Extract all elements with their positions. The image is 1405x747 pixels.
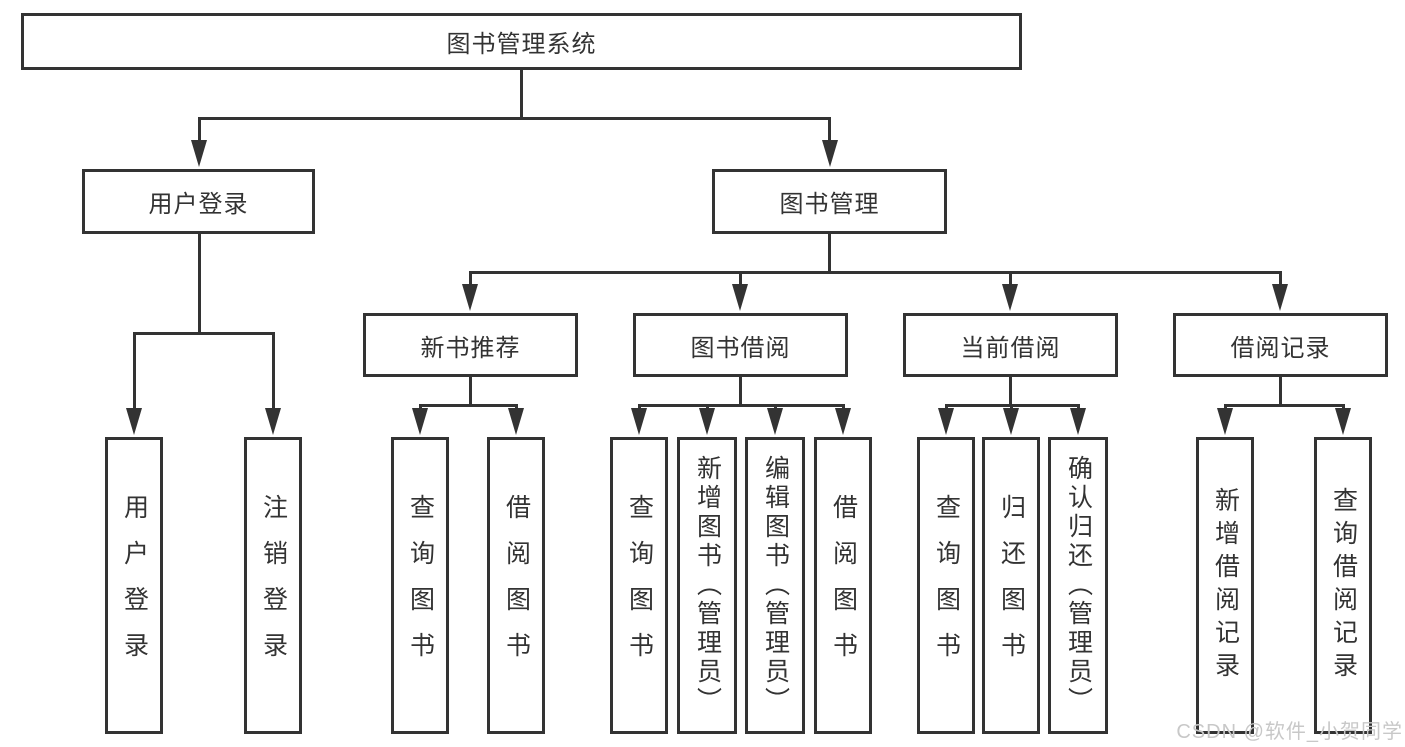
node-user-login-label: 用户登录	[148, 191, 249, 218]
leaf-add-books-admin: 新增图书（管理员）	[677, 437, 737, 734]
leaf-confirm-return-admin: 确认归还（管理员）	[1048, 437, 1108, 734]
node-user-login: 用户登录	[82, 169, 315, 234]
csdn-watermark: CSDN @软件_小贺同学	[1176, 721, 1403, 743]
node-root: 图书管理系统	[21, 13, 1022, 70]
node-current-borrowing: 当前借阅	[903, 313, 1118, 377]
leaf-query-borrow-record: 查询借阅记录	[1314, 437, 1372, 734]
leaf-query-books-borrowing-label: 查询图书	[625, 493, 654, 678]
leaf-add-borrow-record-label: 新增借阅记录	[1211, 486, 1240, 685]
node-book-management: 图书管理	[712, 169, 947, 234]
leaf-borrow-books-recommend-label: 借阅图书	[502, 493, 531, 678]
node-current-borrowing-label: 当前借阅	[960, 334, 1061, 362]
leaf-query-borrow-record-label: 查询借阅记录	[1329, 486, 1358, 685]
leaf-logout: 注销登录	[244, 437, 302, 734]
leaf-add-books-admin-label: 新增图书（管理员）	[693, 455, 722, 716]
leaf-query-books-current: 查询图书	[917, 437, 975, 734]
node-book-management-label: 图书管理	[779, 191, 880, 218]
leaf-user-login: 用户登录	[105, 437, 163, 734]
node-borrowing-records: 借阅记录	[1173, 313, 1388, 377]
node-book-borrowing: 图书借阅	[633, 313, 848, 377]
leaf-edit-books-admin-label: 编辑图书（管理员）	[761, 455, 790, 716]
leaf-user-login-label: 用户登录	[120, 493, 149, 678]
node-new-book-recommend: 新书推荐	[363, 313, 578, 377]
leaf-borrow-books-recommend: 借阅图书	[487, 437, 545, 734]
leaf-query-books-recommend: 查询图书	[391, 437, 449, 734]
leaf-return-books-label: 归还图书	[997, 493, 1026, 678]
node-borrowing-records-label: 借阅记录	[1230, 334, 1331, 362]
leaf-borrow-books-borrowing: 借阅图书	[814, 437, 872, 734]
tree-edges	[133, 69, 1345, 410]
leaf-borrow-books-borrowing-label: 借阅图书	[829, 493, 858, 678]
leaf-query-books-borrowing: 查询图书	[610, 437, 668, 734]
leaf-edit-books-admin: 编辑图书（管理员）	[745, 437, 805, 734]
arrowheads	[126, 140, 1351, 435]
leaf-logout-label: 注销登录	[259, 493, 288, 678]
leaf-confirm-return-admin-label: 确认归还（管理员）	[1064, 455, 1093, 716]
node-book-borrowing-label: 图书借阅	[690, 334, 791, 362]
node-new-book-recommend-label: 新书推荐	[420, 334, 521, 362]
node-root-label: 图书管理系统	[446, 31, 597, 58]
leaf-return-books: 归还图书	[982, 437, 1040, 734]
leaf-query-books-recommend-label: 查询图书	[406, 493, 435, 678]
leaf-add-borrow-record: 新增借阅记录	[1196, 437, 1254, 734]
leaf-query-books-current-label: 查询图书	[932, 493, 961, 678]
